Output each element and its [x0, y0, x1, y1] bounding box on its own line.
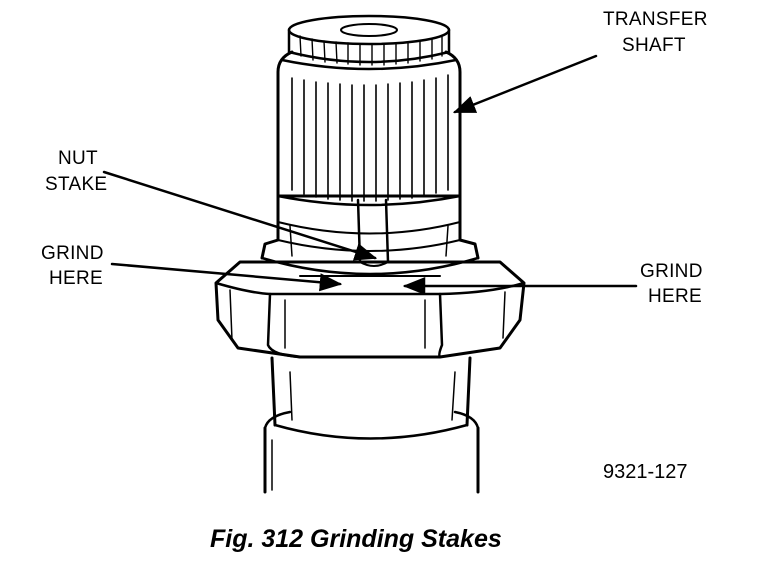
- hex-nut: [214, 260, 526, 359]
- transfer-shaft-label-line1: TRANSFER: [603, 9, 708, 30]
- nut-stake-label-line2: STAKE: [45, 174, 107, 195]
- nut-stake-label-line1: NUT: [58, 148, 98, 169]
- leader-lines: [102, 54, 638, 295]
- grind-here-left-leader: [110, 262, 343, 292]
- grind-here-right-label-line2: HERE: [648, 286, 702, 307]
- nut-collar: [270, 356, 472, 440]
- shaft-end-cap: [287, 14, 451, 66]
- grind-here-left-label-line1: GRIND: [41, 243, 104, 264]
- nut-stake-leader: [102, 170, 378, 261]
- grind-here-right-label-line1: GRIND: [640, 261, 703, 282]
- nut-stake-neck: [260, 194, 480, 277]
- transfer-shaft: [276, 50, 462, 207]
- lower-shaft: [263, 410, 480, 494]
- transfer-shaft-label-line2: SHAFT: [622, 35, 686, 56]
- grind-here-left-label-line2: HERE: [49, 268, 103, 289]
- transfer-shaft-leader: [452, 54, 598, 114]
- figure-caption: Fig. 312 Grinding Stakes: [210, 525, 502, 553]
- figure-code: 9321-127: [603, 461, 688, 483]
